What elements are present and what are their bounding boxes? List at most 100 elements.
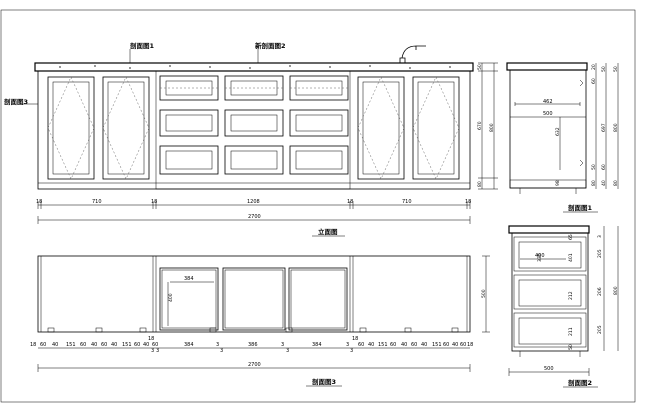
s1-small-4: 50 [591, 164, 597, 170]
svg-text:384: 384 [312, 342, 322, 348]
countertop-texture [59, 65, 451, 69]
s1-h-total: 800 [613, 123, 619, 132]
s3-total: 2700 [248, 362, 261, 368]
svg-text:18: 18 [467, 342, 473, 348]
svg-text:60: 60 [390, 342, 396, 348]
svg-text:151: 151 [378, 342, 388, 348]
front-h-bottom: 80 [477, 181, 483, 187]
section1-view: 462 500 632 697 800 20 60 50 80 50 60 40… [506, 62, 619, 213]
s1-w1: 462 [543, 99, 553, 105]
svg-text:18: 18 [30, 342, 36, 348]
front-dim-4: 18 [347, 199, 353, 205]
svg-text:3: 3 [350, 348, 353, 354]
s3-inner-w: 384 [184, 276, 194, 282]
s3-dim-chain: 18 60 40 151 60 40 60 40 151 60 40 60 18… [30, 336, 473, 354]
s2-w-total: 500 [544, 366, 554, 372]
svg-text:40: 40 [368, 342, 374, 348]
s1-h1: 632 [555, 127, 561, 136]
svg-text:3: 3 [346, 342, 349, 348]
right-door-1 [357, 76, 405, 180]
s2-v2: 212 [568, 291, 574, 300]
svg-text:3: 3 [286, 348, 289, 354]
svg-text:18: 18 [352, 336, 358, 342]
svg-text:40: 40 [52, 342, 58, 348]
callout-section3-side: 剖面图3 [4, 97, 28, 106]
svg-text:151: 151 [66, 342, 76, 348]
s2-v9: 50 [568, 344, 574, 350]
countertop [34, 62, 474, 72]
front-total: 2700 [248, 214, 261, 220]
s2-v3: 211 [568, 327, 574, 336]
section2-view: 400 330 401 212 211 205 206 205 65 50 3 … [508, 225, 619, 388]
left-door-1 [47, 76, 95, 180]
right-door-2 [412, 76, 460, 180]
front-dim-0: 18 [36, 199, 42, 205]
front-dim-1: 710 [92, 199, 102, 205]
s2-v0: 330 [537, 253, 543, 262]
svg-text:60: 60 [358, 342, 364, 348]
s1-h-right: 697 [601, 123, 607, 132]
svg-text:40: 40 [111, 342, 117, 348]
svg-text:384: 384 [184, 342, 194, 348]
s1-small-5: 60 [601, 164, 607, 170]
s1-small-6: 40 [601, 180, 607, 186]
front-h-top: 50 [477, 64, 483, 70]
svg-text:18: 18 [148, 336, 154, 342]
svg-text:3: 3 [156, 348, 159, 354]
s2-v10: 3 [597, 235, 603, 238]
s2-v8: 65 [568, 234, 574, 240]
faucet-icon [399, 45, 426, 63]
s3-height: 500 [481, 289, 487, 298]
s1-small-2: 50 [601, 66, 607, 72]
front-dim-2: 18 [151, 199, 157, 205]
svg-text:60: 60 [101, 342, 107, 348]
left-door-2 [102, 76, 150, 180]
svg-text:60: 60 [443, 342, 449, 348]
s2-w-inner: 400 [535, 253, 545, 259]
drawer-grid [159, 75, 349, 175]
svg-text:3: 3 [216, 342, 219, 348]
svg-text:40: 40 [401, 342, 407, 348]
front-elevation: 剖面图1 新剖面图2 剖面图3 18 710 18 1208 18 710 18… [4, 41, 498, 237]
s1-small-9: 98 [555, 180, 561, 186]
front-h-outer: 800 [489, 123, 495, 132]
s3-inner-h: 400 [168, 293, 174, 302]
section3-title: 剖面图3 [312, 377, 336, 386]
svg-text:60: 60 [152, 342, 158, 348]
s2-v5: 206 [597, 287, 603, 296]
callout-new-section2: 新剖面图2 [255, 41, 286, 50]
s1-small-3: 80 [591, 180, 597, 186]
svg-text:40: 40 [452, 342, 458, 348]
s1-small-8: 80 [613, 180, 619, 186]
svg-text:386: 386 [248, 342, 258, 348]
s1-small-1: 60 [591, 78, 597, 84]
svg-text:60: 60 [40, 342, 46, 348]
front-dim-6: 18 [465, 199, 471, 205]
svg-text:40: 40 [421, 342, 427, 348]
front-dim-3: 1208 [247, 199, 260, 205]
s1-w2: 500 [543, 111, 553, 117]
front-h-inner: 670 [477, 121, 483, 130]
s2-v1: 401 [568, 253, 574, 262]
svg-text:151: 151 [122, 342, 132, 348]
s1-small-7: 50 [613, 66, 619, 72]
s3-feet [47, 327, 459, 333]
s2-v4: 205 [597, 249, 603, 258]
section2-title: 剖面图2 [568, 378, 592, 387]
svg-text:60: 60 [460, 342, 466, 348]
svg-text:3: 3 [220, 348, 223, 354]
s2-h-total: 800 [613, 286, 619, 295]
svg-text:60: 60 [411, 342, 417, 348]
sheet-border [0, 9, 636, 403]
svg-text:3: 3 [281, 342, 284, 348]
svg-text:60: 60 [134, 342, 140, 348]
front-title: 立面图 [318, 227, 338, 236]
s1-small-0: 20 [591, 64, 597, 70]
section1-title: 剖面图1 [568, 203, 593, 212]
svg-text:40: 40 [143, 342, 149, 348]
s2-v6: 205 [597, 325, 603, 334]
front-dim-5: 710 [402, 199, 412, 205]
section3-view: 384 400 500 18 60 40 151 60 40 60 40 151… [30, 255, 490, 387]
svg-text:3: 3 [151, 348, 154, 354]
